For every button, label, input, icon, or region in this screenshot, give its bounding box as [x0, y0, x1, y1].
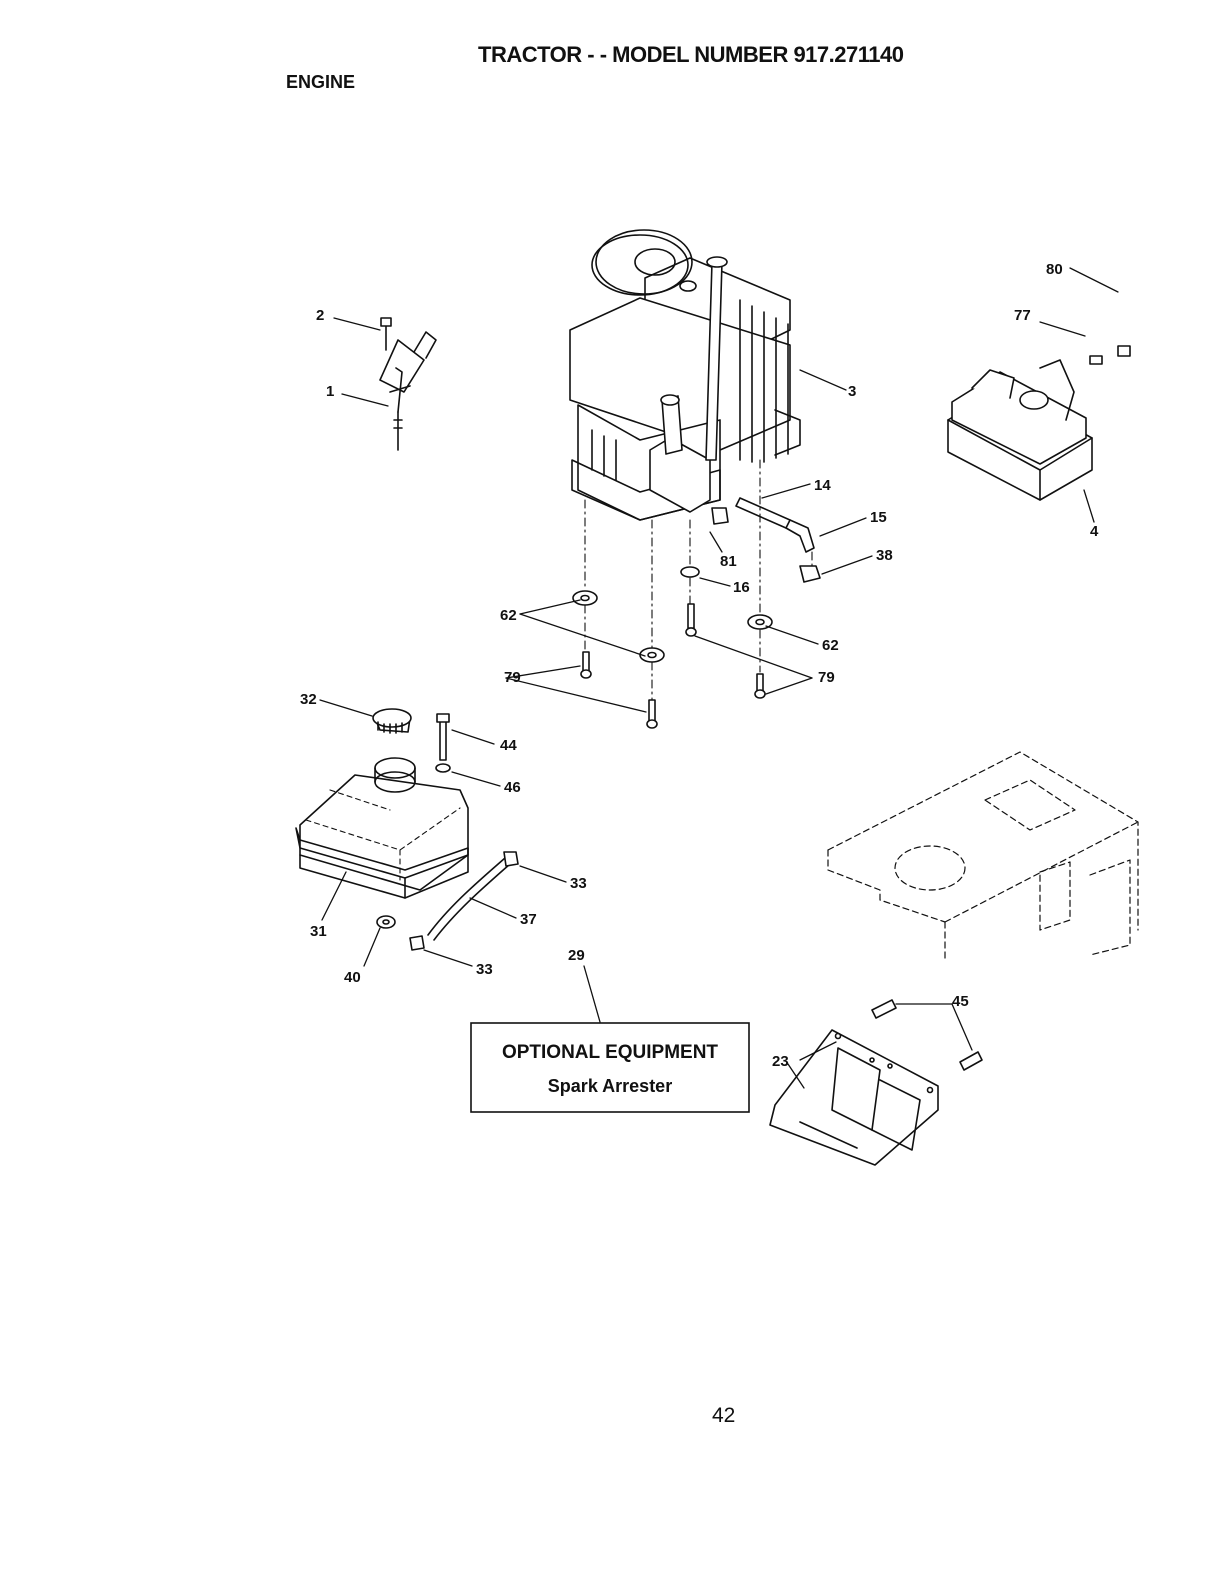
callout-40: 40 — [344, 969, 361, 986]
callout-45: 45 — [952, 993, 969, 1010]
fuel-fittings-drawing — [681, 498, 820, 636]
optional-equipment-subtitle: Spark Arrester — [548, 1076, 672, 1096]
callout-46: 46 — [504, 779, 521, 796]
callout-32: 32 — [300, 691, 317, 708]
callout-38: 38 — [876, 547, 893, 564]
callout-33-lower: 33 — [476, 961, 493, 978]
callout-80: 80 — [1046, 261, 1063, 278]
engine-drawing — [570, 222, 800, 520]
callout-37: 37 — [520, 911, 537, 928]
callout-62-right: 62 — [822, 637, 839, 654]
callout-79-right: 79 — [818, 669, 835, 686]
page-number: 42 — [712, 1404, 735, 1428]
frame-plate-phantom — [828, 752, 1138, 958]
callout-2: 2 — [316, 307, 324, 324]
callout-4: 4 — [1090, 523, 1099, 540]
callout-62-left: 62 — [500, 607, 517, 624]
fuel-tank-drawing — [296, 709, 468, 928]
callout-3: 3 — [848, 383, 856, 400]
callout-31: 31 — [310, 923, 327, 940]
callout-79-left: 79 — [504, 669, 521, 686]
callout-23: 23 — [772, 1053, 789, 1070]
muffler-drawing — [948, 346, 1130, 500]
callout-15: 15 — [870, 509, 887, 526]
callout-29: 29 — [568, 947, 585, 964]
callout-77: 77 — [1014, 307, 1031, 324]
optional-equipment-box: OPTIONAL EQUIPMENT Spark Arrester — [471, 1023, 749, 1112]
spark-arrester-drawing — [770, 1000, 982, 1165]
callout-33-upper: 33 — [570, 875, 587, 892]
optional-equipment-title: OPTIONAL EQUIPMENT — [502, 1042, 718, 1063]
throttle-control-drawing — [380, 318, 436, 450]
callout-81: 81 — [720, 553, 737, 570]
callout-44: 44 — [500, 737, 517, 754]
mounting-hardware-drawing — [573, 591, 772, 728]
callout-1: 1 — [326, 383, 334, 400]
callout-16: 16 — [733, 579, 750, 596]
callout-14: 14 — [814, 477, 831, 494]
